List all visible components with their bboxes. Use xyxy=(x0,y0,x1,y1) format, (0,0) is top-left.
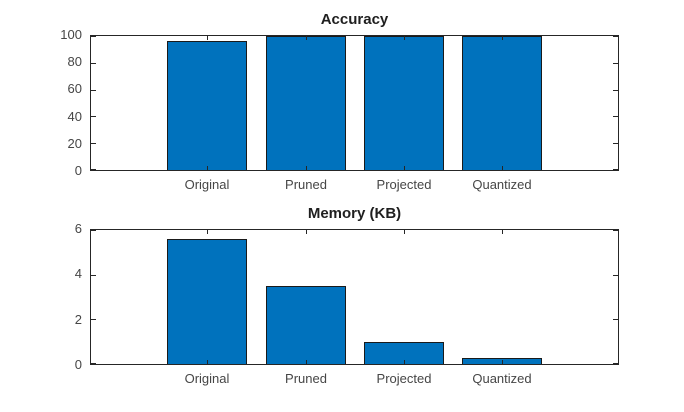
y-tick-mark xyxy=(91,36,96,37)
x-tick-mark xyxy=(306,36,307,40)
x-tick-mark xyxy=(502,230,503,234)
y-tick-label: 60 xyxy=(67,81,82,97)
y-tick-mark xyxy=(91,63,96,64)
y-tick-mark xyxy=(91,169,96,170)
plot-area xyxy=(90,229,619,365)
y-tick-mark xyxy=(613,143,618,144)
accuracy-chart-title: Accuracy xyxy=(320,11,389,28)
x-tick-mark xyxy=(404,230,405,234)
x-category-label: Original xyxy=(184,371,230,386)
x-tick-mark xyxy=(404,36,405,40)
y-tick-label: 0 xyxy=(74,163,82,178)
bar-projected xyxy=(364,36,444,170)
y-tick-mark xyxy=(91,319,96,320)
y-tick-label: 2 xyxy=(74,311,82,327)
y-tick-mark xyxy=(91,143,96,144)
y-tick-label: 80 xyxy=(67,54,82,70)
x-tick-mark xyxy=(207,360,208,364)
y-tick-mark xyxy=(91,363,96,364)
x-category-label: Quantized xyxy=(472,371,532,386)
x-category-label: Pruned xyxy=(285,177,327,192)
x-category-label: Projected xyxy=(376,177,432,192)
y-tick-mark xyxy=(613,275,618,276)
x-category-label: Quantized xyxy=(472,177,532,192)
y-tick-mark xyxy=(91,230,96,231)
x-tick-mark xyxy=(207,166,208,170)
y-tick-mark xyxy=(91,275,96,276)
x-tick-mark xyxy=(404,166,405,170)
y-tick-mark xyxy=(91,116,96,117)
x-tick-mark xyxy=(207,230,208,234)
y-tick-label: 6 xyxy=(74,221,82,236)
x-tick-mark xyxy=(306,360,307,364)
x-tick-mark xyxy=(502,360,503,364)
x-tick-mark xyxy=(404,360,405,364)
y-tick-mark xyxy=(613,230,618,231)
memory-chart-title: Memory (KB) xyxy=(307,205,402,222)
bar-pruned xyxy=(266,286,346,364)
bar-original xyxy=(167,41,247,170)
x-category-label: Original xyxy=(184,177,230,192)
bar-original xyxy=(167,239,247,364)
x-category-label: Projected xyxy=(376,371,432,386)
y-tick-label: 100 xyxy=(60,27,82,42)
x-tick-mark xyxy=(502,36,503,40)
y-tick-mark xyxy=(613,169,618,170)
x-tick-mark xyxy=(207,36,208,40)
y-tick-mark xyxy=(613,36,618,37)
y-tick-mark xyxy=(613,363,618,364)
x-tick-mark xyxy=(502,166,503,170)
y-tick-mark xyxy=(613,63,618,64)
x-category-label: Pruned xyxy=(285,371,327,386)
x-tick-mark xyxy=(306,166,307,170)
y-tick-mark xyxy=(613,319,618,320)
y-tick-label: 0 xyxy=(74,357,82,372)
y-tick-mark xyxy=(613,90,618,91)
y-tick-label: 4 xyxy=(74,266,82,282)
bar-projected xyxy=(364,342,444,364)
bar-pruned xyxy=(266,36,346,170)
y-tick-mark xyxy=(613,116,618,117)
y-tick-label: 40 xyxy=(67,108,82,124)
x-tick-mark xyxy=(306,230,307,234)
bar-quantized xyxy=(462,36,542,170)
y-tick-label: 20 xyxy=(67,135,82,151)
y-tick-mark xyxy=(91,90,96,91)
plot-area xyxy=(90,35,619,171)
